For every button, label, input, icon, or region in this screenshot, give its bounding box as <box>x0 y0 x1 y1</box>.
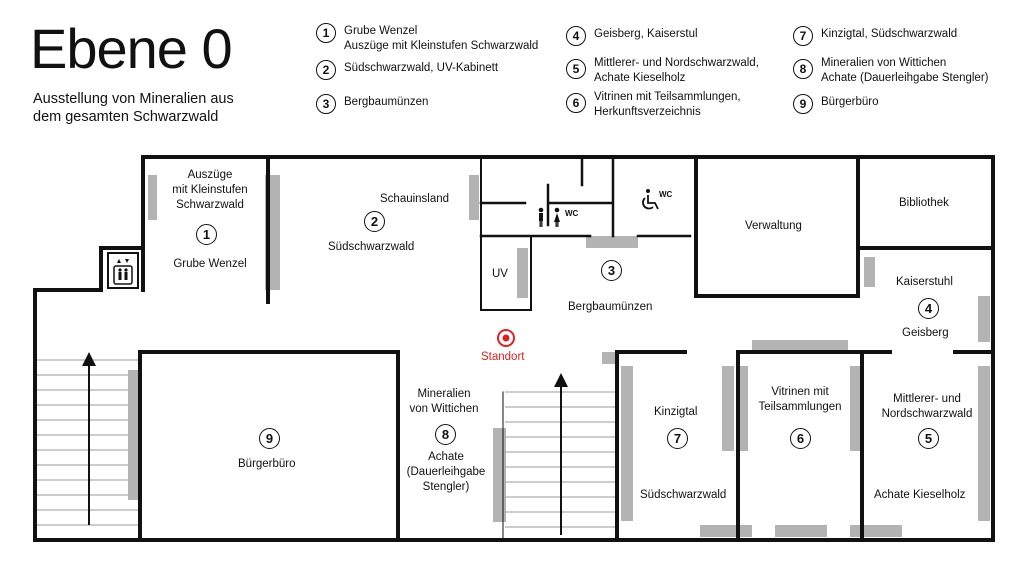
legend-number: 9 <box>793 94 813 114</box>
room-2-label: Schauinsland <box>380 193 450 205</box>
legend-item-4: 4 Geisberg, Kaiserstul <box>566 26 698 46</box>
room-2-number: 2 <box>364 211 385 232</box>
room-6-number: 6 <box>790 428 811 449</box>
room-5-name: Achate Kieselholz <box>874 489 966 501</box>
walls <box>33 155 995 542</box>
standort-label: Standort <box>481 351 525 363</box>
legend-text: Herkunftsverzeichnis <box>594 106 701 118</box>
room-4-name: Geisberg <box>902 327 949 339</box>
legend-item-6: 6 Vitrinen mit Teilsammlungen, Herkunftsv… <box>566 90 741 120</box>
legend-text: Kinzigtal, Südschwarzwald <box>821 28 958 40</box>
legend-number: 2 <box>316 60 336 80</box>
room-9-number: 9 <box>259 428 280 449</box>
legend-text: Bürgerbüro <box>821 96 879 108</box>
room-label-line: von Wittichen <box>409 403 479 415</box>
room-2-name: Südschwarzwald <box>328 241 415 253</box>
legend-text: Achate (Dauerleihgabe Stengler) <box>821 72 989 84</box>
legend-number: 8 <box>793 59 813 79</box>
bibliothek-label: Bibliothek <box>899 197 949 209</box>
room-8-number: 8 <box>435 424 456 445</box>
room-1-number: 1 <box>196 224 217 245</box>
wc-accessible-label: WC <box>659 190 673 199</box>
legend-item-5: 5 Mittlerer- und Nordschwarzwald, Achate … <box>566 56 759 86</box>
page-title: Ebene 0 <box>30 17 233 80</box>
page-subtitle: Ausstellung von Mineralien aus dem gesam… <box>33 90 293 126</box>
legend-text: Vitrinen mit Teilsammlungen, <box>594 91 741 103</box>
toilet-icon <box>538 207 560 227</box>
arrow-up-icon <box>82 352 96 525</box>
room-4-number: 4 <box>918 298 939 319</box>
legend-item-2: 2 Südschwarzwald, UV-Kabinett <box>316 60 499 80</box>
room-6-label: Vitrinen mit Teilsammlungen <box>755 385 845 415</box>
location-marker-icon <box>497 329 515 347</box>
legend-number: 1 <box>316 23 336 43</box>
room-7-name: Südschwarzwald <box>640 489 727 501</box>
legend-number: 7 <box>793 26 813 46</box>
room-7-label: Kinzigtal <box>654 406 698 418</box>
room-8-label: Mineralien von Wittichen <box>408 387 480 417</box>
legend-number: 3 <box>316 94 336 114</box>
room-5-label: Mittlerer- und Nordschwarzwald <box>878 392 976 422</box>
room-5-number: 5 <box>918 428 939 449</box>
legend-text: Bergbaumünzen <box>344 96 429 108</box>
legend-number: 4 <box>566 26 586 46</box>
room-8-name: Achate (Dauerleihgabe Stengler) <box>400 450 492 495</box>
legend-text: Geisberg, Kaiserstul <box>594 28 698 40</box>
room-label-line: Stengler) <box>422 481 470 493</box>
wheelchair-icon <box>642 189 659 210</box>
arrow-up-icon <box>554 373 568 535</box>
display-cases <box>148 175 990 537</box>
room-label-line: Vitrinen mit <box>771 386 829 398</box>
verwaltung-label: Verwaltung <box>745 220 802 232</box>
room-7-number: 7 <box>667 428 688 449</box>
legend-item-3: 3 Bergbaumünzen <box>316 94 429 114</box>
room-label-line: Achate <box>428 451 464 463</box>
room-4-label: Kaiserstuhl <box>896 276 953 288</box>
room-label-line: Mineralien <box>417 388 471 400</box>
room-label-line: Mittlerer- und <box>893 393 961 405</box>
legend-text: Mittlerer- und Nordschwarzwald, <box>594 57 759 69</box>
subtitle-line: dem gesamten Schwarzwald <box>33 109 219 125</box>
legend-text: Achate Kieselholz <box>594 72 686 84</box>
room-3-number: 3 <box>601 260 622 281</box>
room-label-line: Schwarzwald <box>176 199 244 211</box>
wc-label: WC <box>565 209 579 218</box>
uv-cabinet-label: UV <box>492 268 508 280</box>
legend-number: 6 <box>566 93 586 113</box>
room-label-line: Teilsammlungen <box>758 401 842 413</box>
room-label-line: Nordschwarzwald <box>881 408 973 420</box>
room-1-name: Grube Wenzel <box>173 258 247 270</box>
stairs-left <box>37 359 138 526</box>
subtitle-line: Ausstellung von Mineralien aus <box>33 91 234 107</box>
legend-text: Grube Wenzel <box>344 25 418 37</box>
legend-item-7: 7 Kinzigtal, Südschwarzwald <box>793 26 958 46</box>
legend-text: Auszüge mit Kleinstufen Schwarzwald <box>344 40 539 52</box>
room-9-name: Bürgerbüro <box>238 458 296 470</box>
legend-item-9: 9 Bürgerbüro <box>793 94 879 114</box>
legend-number: 5 <box>566 59 586 79</box>
room-label-line: mit Kleinstufen <box>172 184 248 196</box>
room-3-name: Bergbaumünzen <box>568 301 653 313</box>
elevator-icon <box>113 259 133 285</box>
legend-text: Südschwarzwald, UV-Kabinett <box>344 62 499 74</box>
room-1-label: Auszüge mit Kleinstufen Schwarzwald <box>160 168 260 213</box>
room-label-line: (Dauerleihgabe <box>406 466 486 478</box>
legend-text: Mineralien von Wittichen <box>821 57 947 69</box>
room-label-line: Auszüge <box>187 169 233 181</box>
